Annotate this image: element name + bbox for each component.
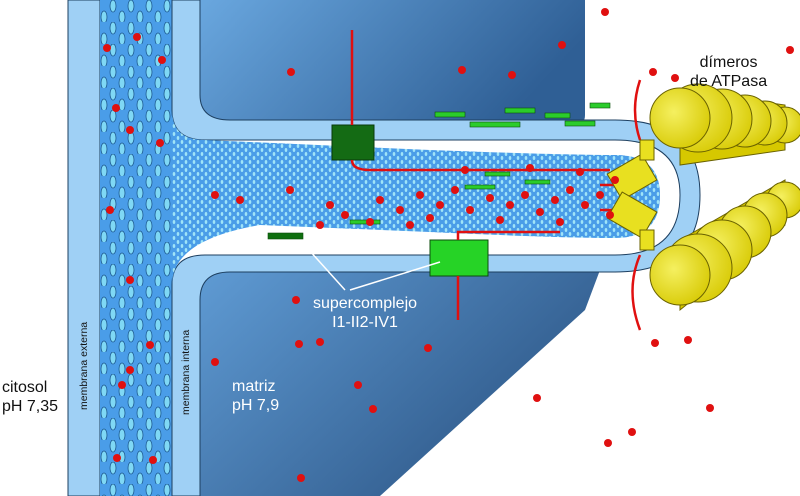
complexes-small: [267, 102, 611, 240]
atpase-dimers: [606, 83, 800, 312]
cytosol-label: citosol pH 7,35: [2, 378, 58, 416]
protons: [103, 8, 794, 482]
atpase-label-line1: dímeros: [699, 54, 758, 71]
cytosol-label-line2: pH 7,35: [2, 398, 59, 415]
intermembrane-space: [100, 0, 172, 496]
supercomplex-label-line1: supercomplejo: [312, 295, 418, 312]
supercomplex-leaders: [299, 239, 441, 291]
matrix-label-line1: matriz: [232, 378, 276, 395]
outer-membrane: [67, 0, 101, 496]
atpase-label-line2: de ATPasa: [690, 73, 768, 90]
matrix-lower: [200, 270, 600, 496]
matrix-label: matriz pH 7,9: [232, 377, 279, 415]
outer-membrane-label: membrana externa: [78, 321, 90, 410]
supercomplex-upper: [331, 124, 375, 161]
matrix-upper: [195, 0, 585, 125]
proton-flow-arrows: [350, 30, 642, 331]
supercomplex-lower: [429, 239, 489, 277]
supercomplex-label-line2: I1-II2-IV1: [332, 314, 398, 331]
matrix-label-line2: pH 7,9: [232, 397, 280, 414]
cytosol-label-line1: citosol: [2, 379, 48, 396]
inner-membrane-label: membrana interna: [180, 329, 192, 415]
atpase-label: dímeros de ATPasa: [690, 53, 767, 91]
crista-lumen: [172, 110, 660, 285]
supercomplex-label: supercomplejo I1-II2-IV1: [300, 294, 430, 332]
